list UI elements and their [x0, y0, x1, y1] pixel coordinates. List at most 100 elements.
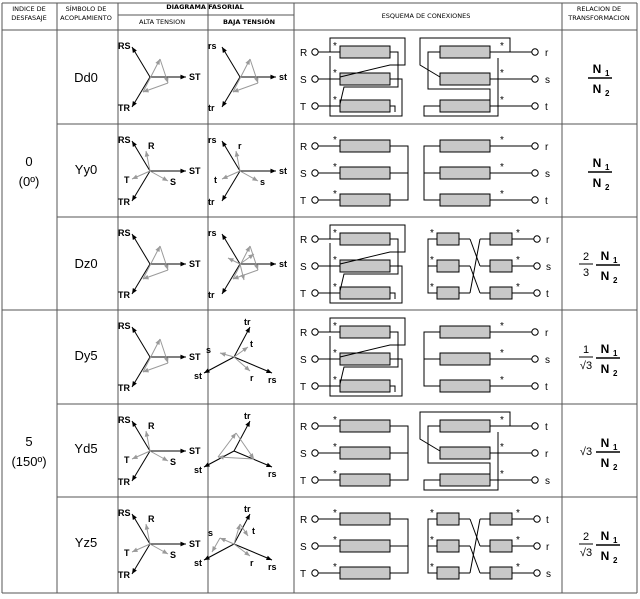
- row-5-phasor-high-tr: [131, 543, 151, 575]
- row-3-lv-0-label: r: [545, 328, 549, 339]
- row-2-hv-1-label: S: [300, 262, 307, 273]
- row-1-phasor-low-lbl-r: r: [238, 141, 242, 151]
- row-0-phasor-low-g1: [232, 58, 251, 93]
- row-2-lv-1-winding-a: [436, 259, 460, 273]
- row-1-ratio-den: N: [593, 176, 602, 190]
- row-5-lv-1-label: r: [546, 542, 550, 553]
- row-2-hv-1-terminal: [311, 262, 319, 270]
- row-4-ratio-den-sub: 2: [613, 463, 618, 472]
- row-1-phasor-high-lbl-s: S: [170, 177, 176, 187]
- row-2-lv-1-terminal: [533, 262, 541, 270]
- row-2-lv-2-mark-b: *: [516, 282, 520, 293]
- row-1-phasor-high-lbl-rs: RS: [118, 135, 131, 145]
- row-4-lv-2-winding: [439, 473, 491, 487]
- row-5-ratio-coef-den: √3: [580, 547, 592, 559]
- row-1-ratio-den-sub: 2: [605, 183, 610, 192]
- row-1-phasor-low-rs-head: [222, 141, 227, 147]
- row-5-lv-2-winding-a: [436, 566, 460, 580]
- row-2-ratio-coef-num: 2: [583, 251, 589, 263]
- row-4-lv-d3: [423, 432, 499, 491]
- row-3-phasor-high-g1-head: [155, 339, 160, 345]
- row-3-phasor-high-rs-head: [132, 327, 137, 333]
- row-1-phasor-low-lbl-tr: tr: [208, 197, 215, 207]
- header-ratio-2: TRANSFORMACION: [567, 14, 630, 22]
- row-5-lv-0-cross: [469, 518, 481, 547]
- row-0-phasor-low-rs: [221, 46, 241, 78]
- row-2-phasor-low-g3-head: [233, 274, 239, 280]
- row-2-phasor-high-st-head: [180, 261, 186, 267]
- row-5-lv-1-mark-b: *: [516, 535, 520, 546]
- row-3-phasor-high-g1: [142, 338, 161, 373]
- row-3-hv-d4: [390, 385, 396, 392]
- row-5-lv-0-mark-b: *: [516, 508, 520, 519]
- row-3-ratio-coef-den: √3: [580, 360, 592, 372]
- row-5-lv-1-terminal: [533, 542, 541, 550]
- row-2-ratio-num-sub: 1: [613, 256, 618, 265]
- row-0-lv-d1: [419, 37, 511, 78]
- row-5-lv-0-winding-b: [489, 512, 513, 526]
- row-3-ratio-coef-num: 1: [583, 344, 589, 356]
- row-2-phasor-low-tr: [221, 263, 241, 295]
- row-1-hv-1-terminal: [311, 169, 319, 177]
- row-4-phasor-low-st-head: [204, 462, 210, 467]
- row-0-ratio-num: N: [593, 62, 602, 76]
- header-ratio-1: RELACION DE: [577, 5, 621, 13]
- row-4-hv-2-terminal: [311, 476, 319, 484]
- row-2-ratio-den: N: [601, 269, 610, 283]
- row-5-lv-2-winding-b: [489, 566, 513, 580]
- row-3-lv-0-mark: *: [500, 321, 504, 332]
- row-2-lv-0-terminal: [533, 235, 541, 243]
- row-2-phasor-low-lbl-tr: tr: [208, 290, 215, 300]
- row-3-phasor-low-lbl-tr: tr: [244, 317, 251, 327]
- row-3-lv-1-winding: [439, 352, 491, 366]
- row-1-phasor-high-t-head: [132, 174, 138, 179]
- row-4-ratio-num-sub: 1: [613, 443, 618, 452]
- group-0-angle: (0º): [19, 174, 40, 189]
- row-4-lv-d1: [419, 411, 511, 452]
- row-2-lv-2-winding-b: [489, 286, 513, 300]
- row-4-lv-1-mark: *: [500, 442, 504, 453]
- row-4-ratio-den: N: [601, 456, 610, 470]
- row-4-phasor-high-lbl-tr: TR: [118, 477, 130, 487]
- row-5-phasor-high-s-head: [162, 549, 168, 554]
- row-0-phasor-high-g1-head: [155, 59, 160, 65]
- row-3-phasor-low-rs-head: [266, 368, 272, 374]
- row-1-lv-0-winding: [439, 139, 491, 153]
- row-4-phasor-high-lbl-rs: RS: [118, 415, 131, 425]
- row-5-phasor-low-st: [203, 543, 235, 561]
- row-1-phasor-high-lbl-st: ST: [189, 166, 201, 176]
- row-5-ratio-coef-num: 2: [583, 531, 589, 543]
- row-1-phasor-high-st-head: [180, 168, 186, 174]
- row-2-lv-2-cross: [469, 238, 481, 294]
- row-0-hv-0-terminal: [311, 48, 319, 56]
- row-0-ratio-den: N: [593, 82, 602, 96]
- row-3-hv-d2: [339, 331, 399, 385]
- row-4-phasor-low-tr-head: [245, 421, 250, 427]
- header-phasor-low: BAJA TENSIÓN: [223, 17, 275, 26]
- row-2-hv-d1: [329, 224, 406, 265]
- row-1-phasor-low-tr: [221, 170, 241, 202]
- row-5-hv-1-mark: *: [333, 535, 337, 546]
- row-5-phasor-low-lbl-rs: rs: [268, 562, 277, 572]
- row-3-phasor-low-rs: [233, 356, 273, 374]
- row-3-phasor-high-g2-head: [164, 357, 169, 363]
- row-4-lv-0-terminal: [531, 422, 539, 430]
- row-3-phasor-low-lbl-st: st: [194, 371, 202, 381]
- row-3-hv-2-label: T: [300, 382, 306, 393]
- row-4-phasor-high-lbl-st: ST: [189, 446, 201, 456]
- header-phasor: DIAGRAMA FASORIAL: [166, 3, 244, 11]
- row-4-hv-2-label: T: [300, 476, 306, 487]
- row-2-hv-0-mark: *: [333, 228, 337, 239]
- row-5-phasor-high-lbl-rs: RS: [118, 508, 131, 518]
- row-4-lv-0-winding: [439, 419, 491, 433]
- row-5-phasor-low-lbl-tr: tr: [244, 504, 251, 514]
- row-3-phasor-low-r-head: [244, 365, 250, 371]
- row-4-hv-1-terminal: [311, 449, 319, 457]
- row-0-phasor-high-g3-head: [143, 87, 149, 93]
- row-3-hv-0-mark: *: [333, 321, 337, 332]
- row-5-phasor-low-s2-head: [212, 546, 217, 552]
- row-3-hv-d1: [329, 317, 406, 358]
- row-0-hv-d4: [390, 105, 396, 112]
- row-2-phasor-low-z2-head: [240, 274, 245, 280]
- row-5-phasor-high-lbl-tr: TR: [118, 570, 130, 580]
